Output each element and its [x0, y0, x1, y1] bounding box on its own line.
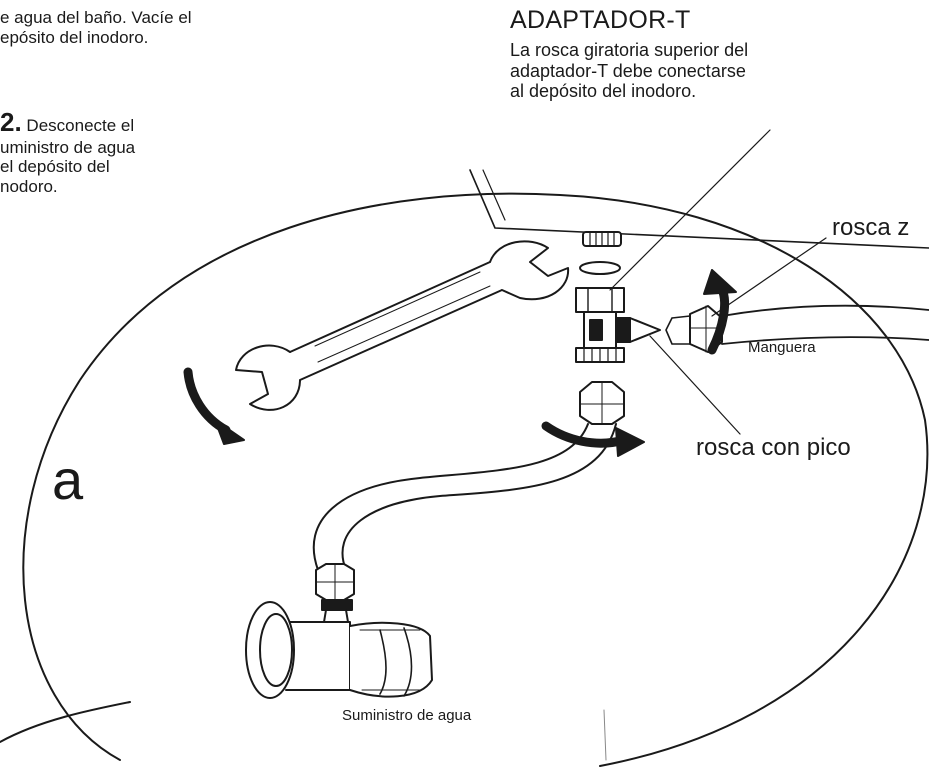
leader-rosca-z: [711, 237, 827, 317]
tee-desc-line: al depósito del inodoro.: [510, 81, 697, 102]
wrench-icon: [235, 240, 570, 411]
step2-line: el depósito del: [0, 157, 110, 177]
tee-adapter: [575, 287, 661, 363]
rotate-arrow-bottom-icon: [541, 421, 645, 457]
washer: [579, 261, 621, 275]
step2-number: 2.: [0, 107, 22, 137]
label-suministro: Suministro de agua: [342, 707, 472, 724]
step1-line: e agua del baño. Vacíe el: [0, 8, 192, 27]
leader-tee: [609, 129, 771, 291]
step1-line: epósito del inodoro.: [0, 27, 149, 47]
lower-nut: [579, 381, 625, 425]
step2-line: Desconecte el: [26, 116, 135, 135]
figure-letter: a: [52, 448, 84, 511]
lower-oval-arc: [0, 701, 131, 743]
step2-line: nodoro.: [0, 176, 58, 196]
supply-valve: [245, 563, 433, 699]
step2-text: 2. Desconecte el uministro de agua el de…: [0, 107, 136, 197]
label-rosca-pico: rosca con pico: [696, 434, 851, 461]
step1-text: e agua del baño. Vacíe el epósito del in…: [0, 8, 192, 47]
tee-desc-line: La rosca giratoria superior del: [510, 40, 749, 60]
oval-frame: [22, 192, 929, 767]
tee-title: ADAPTADOR-T: [510, 6, 691, 34]
rotate-arrow-left-icon: [183, 367, 245, 445]
rotate-arrow-right-icon: [703, 269, 737, 355]
step2-line: uministro de agua: [0, 137, 136, 157]
flex-hose: [312, 423, 617, 571]
label-manguera: Manguera: [748, 339, 816, 356]
tee-desc-line: adaptador-T debe conectarse: [510, 60, 746, 81]
tank-thread-stub: [582, 231, 622, 247]
tee-description: La rosca giratoria superior del adaptado…: [510, 40, 748, 102]
tank-edge: [469, 169, 929, 249]
label-rosca-z: rosca z: [832, 214, 910, 241]
leader-pico: [649, 335, 741, 435]
